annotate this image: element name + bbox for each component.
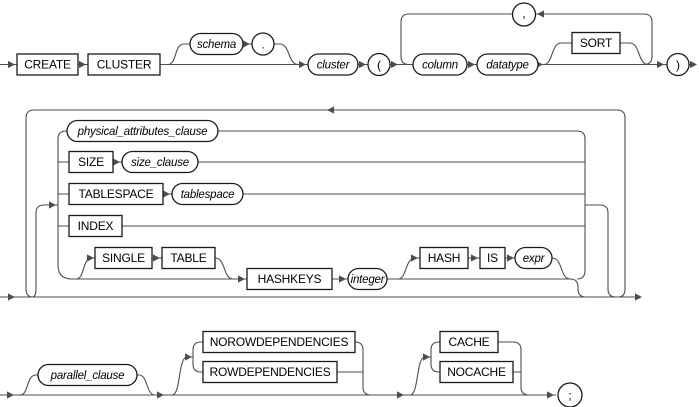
keyword-create: CREATE	[16, 53, 79, 76]
variable-column: column	[412, 53, 468, 76]
arrow-row1-start	[8, 60, 15, 69]
keyword-size: SIZE	[68, 150, 114, 174]
punct-semicolon-label: ;	[568, 389, 571, 403]
keyword-hashkeys-label: HASHKEYS	[258, 272, 322, 286]
variable-column-label: column	[422, 60, 458, 72]
keyword-nocache-label: NOCACHE	[447, 365, 506, 379]
variable-integer-label: integer	[351, 274, 386, 286]
variable-expr-label: expr	[523, 253, 546, 265]
keyword-rowdependencies: ROWDEPENDENCIES	[202, 360, 338, 384]
keyword-cluster-label: CLUSTER	[97, 58, 152, 72]
variable-parallel-clause-label: parallel_clause	[50, 370, 125, 382]
keyword-hash-label: HASH	[428, 251, 461, 265]
arrow-into-single	[87, 254, 94, 262]
keyword-tablespace: TABLESPACE	[68, 182, 164, 206]
punct-right-paren-label: )	[676, 58, 680, 72]
punct-comma: ,	[511, 2, 537, 27]
arrow-hash-is	[471, 254, 478, 262]
keyword-single-label: SINGLE	[102, 251, 145, 265]
arrow-single-table	[153, 254, 160, 262]
keyword-cache: CACHE	[439, 330, 499, 354]
arrow-after-lparen	[391, 60, 398, 69]
arrow-into-hash	[411, 254, 418, 262]
arrow-into-rparen	[657, 60, 664, 69]
variable-tablespace-label: tablespace	[181, 189, 235, 201]
arrow-row1-end	[690, 60, 697, 69]
arrow-size-sizeclause	[113, 158, 120, 166]
keyword-cache-label: CACHE	[448, 335, 489, 349]
arrow-into-hashkeys	[238, 275, 245, 283]
arrow-row3-start	[7, 391, 14, 399]
variable-size-clause-label: size_clause	[131, 157, 189, 169]
keyword-table-label: TABLE	[170, 251, 206, 265]
arrow-clause-entry	[49, 201, 56, 209]
arrow-rowdep-entry	[185, 353, 192, 361]
rail-rowdependencies-branch	[171, 341, 372, 396]
arrow-comma-loop	[537, 10, 544, 18]
variable-physical-attributes-clause: physical_attributes_clause	[66, 119, 219, 143]
keyword-rowdependencies-label: ROWDEPENDENCIES	[209, 365, 330, 379]
keyword-size-label: SIZE	[78, 155, 104, 169]
keyword-is: IS	[479, 246, 506, 270]
arrow-cluster-lparen	[359, 60, 366, 69]
arrow-row2-start	[8, 293, 15, 301]
keyword-tablespace-label: TABLESPACE	[79, 187, 154, 201]
variable-datatype-label: datatype	[486, 60, 529, 72]
keyword-hash: HASH	[419, 246, 469, 270]
rail-clause-entry	[32, 204, 58, 298]
arrow-into-cluster	[299, 60, 306, 69]
arrow-after-parallel	[157, 391, 164, 399]
variable-tablespace: tablespace	[171, 182, 244, 206]
arrow-row2-end	[635, 293, 642, 301]
keyword-sort-label: SORT	[580, 36, 613, 50]
arrow-cache-entry	[423, 353, 430, 361]
punct-semicolon: ;	[557, 382, 583, 407]
keyword-create-label: CREATE	[24, 58, 71, 72]
arrow-tablespace	[163, 190, 170, 198]
rail-branch-physical	[66, 130, 586, 280]
punct-left-paren: (	[367, 52, 391, 77]
keyword-index-label: INDEX	[78, 219, 114, 233]
arrow-clause-loop	[327, 106, 334, 114]
keyword-cluster: CLUSTER	[87, 53, 161, 76]
arrow-hashkeys-integer	[339, 275, 346, 283]
variable-expr: expr	[514, 246, 553, 270]
arrow-is-expr	[507, 254, 514, 262]
variable-cluster: cluster	[307, 53, 359, 76]
rail-clause-exit	[585, 204, 617, 298]
punct-dot-label: .	[261, 38, 264, 52]
arrow-schema-dot	[243, 40, 250, 48]
variable-schema: schema	[189, 32, 244, 56]
arrow-create-cluster	[79, 60, 86, 69]
keyword-norowdependencies-label: NOROWDEPENDENCIES	[210, 335, 349, 349]
arrow-column-datatype	[468, 60, 475, 69]
keyword-is-label: IS	[487, 251, 498, 265]
keyword-hashkeys: HASHKEYS	[246, 267, 333, 291]
variable-cluster-label: cluster	[317, 60, 351, 72]
keyword-sort: SORT	[571, 31, 621, 55]
variable-datatype: datatype	[476, 53, 539, 76]
keyword-nocache: NOCACHE	[439, 360, 514, 384]
keyword-table: TABLE	[161, 246, 216, 270]
variable-size-clause: size_clause	[121, 150, 199, 174]
arrow-after-rowdep	[397, 391, 404, 399]
keyword-norowdependencies: NOROWDEPENDENCIES	[202, 330, 356, 354]
rail-clause-loop-return	[25, 109, 626, 298]
variable-parallel-clause: parallel_clause	[37, 363, 138, 387]
variable-physical-attributes-clause-label: physical_attributes_clause	[77, 126, 208, 138]
keyword-single: SINGLE	[94, 246, 153, 270]
punct-right-paren: )	[666, 52, 690, 77]
punct-comma-label: ,	[522, 7, 525, 21]
punct-dot: .	[251, 32, 275, 56]
arrow-into-semicolon	[547, 391, 554, 399]
keyword-index: INDEX	[68, 214, 123, 238]
variable-schema-label: schema	[197, 39, 236, 51]
variable-integer: integer	[347, 267, 388, 291]
punct-left-paren-label: (	[377, 58, 381, 72]
